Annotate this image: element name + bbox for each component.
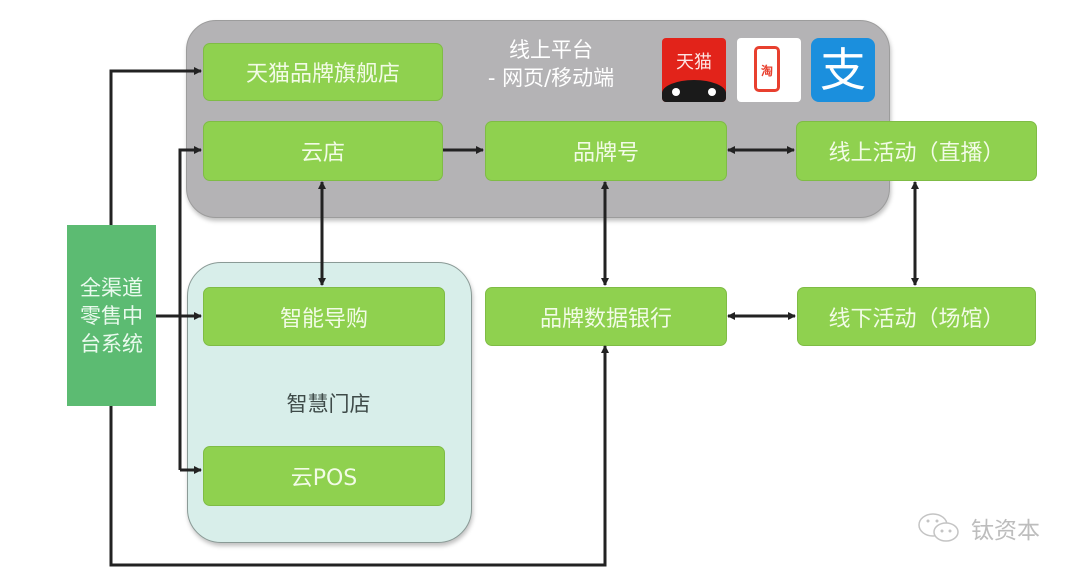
node-brand-databank: 品牌数据银行 <box>485 287 727 346</box>
tmall-eye-left <box>672 88 680 96</box>
omnichannel-retail-hub: 全渠道 零售中 台系统 <box>67 225 156 406</box>
platform-subtitle-text: - 网页/移动端 <box>487 66 615 90</box>
smart-store-title: 智慧门店 <box>286 392 371 416</box>
hub-line-1: 全渠道 <box>80 275 143 300</box>
tmall-eye-right <box>708 88 716 96</box>
node-cloud-pos: 云POS <box>203 446 445 506</box>
node-offline-events: 线下活动（场馆） <box>797 287 1036 346</box>
alipay-icon-label: 支 <box>820 43 866 97</box>
tmall-icon: 天猫 <box>662 38 726 102</box>
node-cloud-store: 云店 <box>203 121 443 181</box>
watermark-text: 钛资本 <box>971 518 1040 544</box>
arrow-hub-to-cloudstore <box>178 146 202 470</box>
alipay-icon: 支 <box>811 38 875 102</box>
taobao-icon: 淘 <box>737 38 801 102</box>
node-smart-guide: 智能导购 <box>203 287 445 346</box>
hub-line-3: 台系统 <box>80 331 143 356</box>
online-platform-title: 线上平台 - 网页/移动端 <box>466 36 636 92</box>
taobao-icon-label: 淘 <box>760 64 773 78</box>
tmall-icon-label: 天猫 <box>676 52 712 73</box>
node-brand-account: 品牌号 <box>485 121 727 181</box>
node-tmall-flagship: 天猫品牌旗舰店 <box>203 43 443 101</box>
arrow-hub-to-tmall <box>109 67 202 225</box>
node-online-events: 线上活动（直播） <box>796 121 1037 181</box>
watermark: 钛资本 <box>915 510 1040 546</box>
arrow-hub-to-databank <box>109 345 609 567</box>
platform-title-text: 线上平台 <box>509 38 593 62</box>
hub-line-2: 零售中 <box>80 303 143 328</box>
taobao-phone-shape: 淘 <box>754 46 780 92</box>
wechat-icon <box>918 513 959 542</box>
tmall-cat-face <box>662 80 726 102</box>
